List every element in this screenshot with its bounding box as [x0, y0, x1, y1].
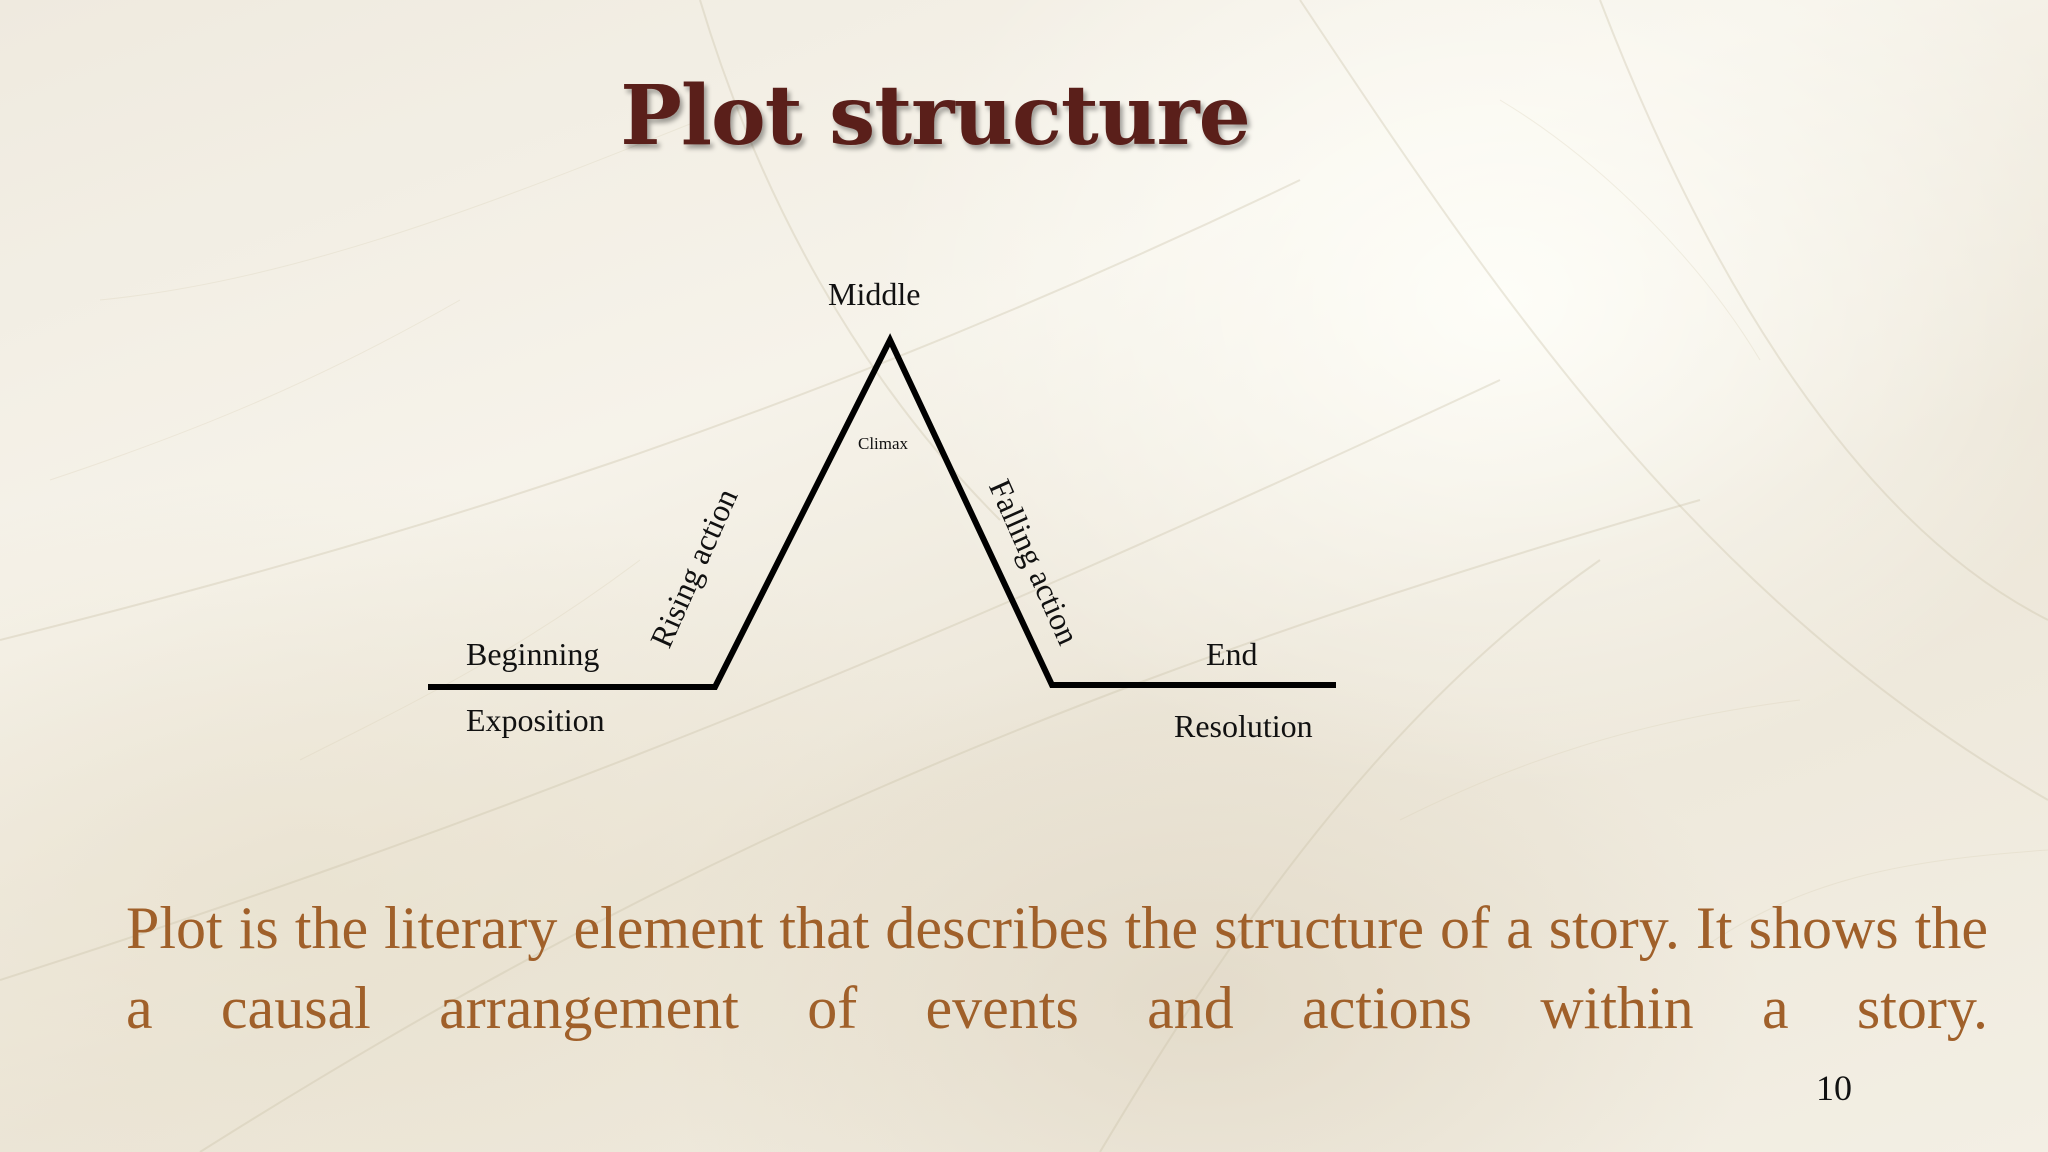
climax-label: Climax [858, 434, 909, 453]
exposition-label: Exposition [466, 702, 605, 738]
resolution-label: Resolution [1174, 708, 1313, 744]
plot-line [428, 333, 1336, 690]
page-number: 10 [1816, 1068, 1852, 1108]
end-label: End [1206, 636, 1258, 672]
slide-title: Plot structure [620, 68, 1251, 164]
peak-label: Middle [828, 276, 921, 312]
beginning-label: Beginning [466, 636, 600, 672]
slide-body-text: Plot is the literary element that descri… [126, 895, 1988, 1041]
